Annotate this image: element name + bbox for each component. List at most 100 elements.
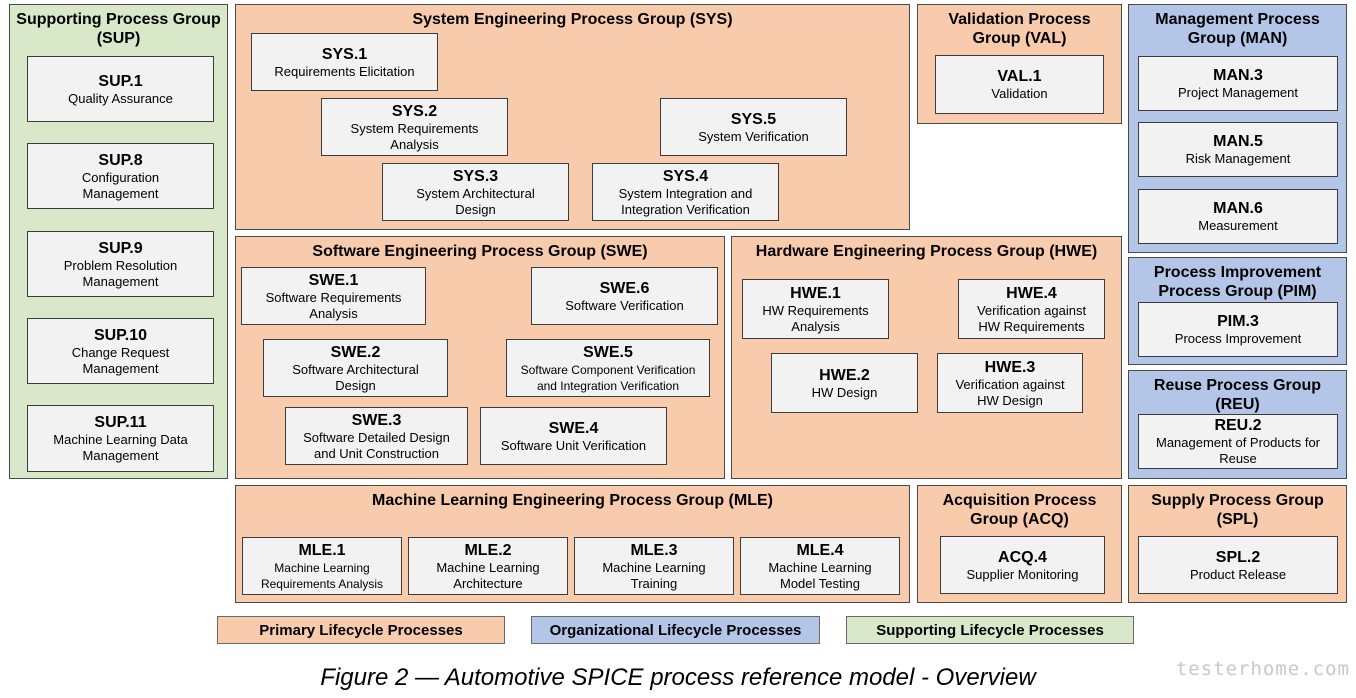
group-hwe-title: Hardware Engineering Process Group (HWE) [755, 243, 1098, 260]
process-name: Software Component Verification and Inte… [520, 362, 696, 393]
process-name: System Requirements Analysis [350, 120, 479, 152]
process-name: Verification against HW Design [955, 376, 1065, 408]
process-name: Machine Learning Architecture [436, 559, 540, 591]
process-name: Problem Resolution Management [63, 257, 178, 289]
process-acq4: ACQ.4 Supplier Monitoring [940, 536, 1105, 594]
process-id: SUP.1 [98, 72, 143, 90]
process-swe3: SWE.3 Software Detailed Design and Unit … [285, 407, 468, 465]
process-hwe4: HWE.4 Verification against HW Requiremen… [958, 279, 1105, 339]
process-name: Machine Learning Requirements Analysis [260, 560, 384, 591]
process-name: Requirements Elicitation [274, 63, 415, 79]
process-id: VAL.1 [997, 68, 1042, 85]
process-id: ACQ.4 [998, 548, 1047, 566]
process-man5: MAN.5 Risk Management [1138, 122, 1338, 177]
process-hwe2: HWE.2 HW Design [771, 353, 918, 413]
process-sys2: SYS.2 System Requirements Analysis [321, 98, 508, 156]
process-id: MLE.1 [298, 541, 346, 559]
process-name: Project Management [1178, 85, 1298, 100]
process-sup10: SUP.10 Change Request Management [27, 318, 214, 384]
process-name: System Architectural Design [416, 185, 535, 217]
legend-organizational: Organizational Lifecycle Processes [531, 616, 820, 644]
process-name: Machine Learning Data Management [53, 432, 188, 463]
process-sup9: SUP.9 Problem Resolution Management [27, 231, 214, 297]
process-id: SYS.5 [730, 110, 777, 128]
process-man6: MAN.6 Measurement [1138, 189, 1338, 244]
process-spl2: SPL.2 Product Release [1138, 536, 1338, 594]
legend-supporting: Supporting Lifecycle Processes [846, 616, 1134, 644]
process-name: HW Design [811, 384, 878, 400]
process-reu2: REU.2 Management of Products for Reuse [1138, 414, 1338, 469]
process-mle2: MLE.2 Machine Learning Architecture [408, 537, 568, 595]
group-mle-title: Machine Learning Engineering Process Gro… [372, 492, 773, 509]
process-name: Change Request Management [71, 344, 170, 376]
process-mle1: MLE.1 Machine Learning Requirements Anal… [242, 537, 402, 595]
process-name: Software Detailed Design and Unit Constr… [303, 429, 450, 461]
process-name: Machine Learning Training [602, 559, 706, 591]
process-name: Software Architectural Design [292, 361, 419, 393]
process-sup1: SUP.1 Quality Assurance [27, 56, 214, 122]
process-sys1: SYS.1 Requirements Elicitation [251, 33, 438, 91]
process-id: SPL.2 [1215, 548, 1261, 566]
group-swe-title: Software Engineering Process Group (SWE) [312, 243, 648, 260]
process-id: REU.2 [1214, 417, 1262, 434]
process-name: Risk Management [1185, 151, 1291, 166]
process-id: SYS.3 [452, 167, 499, 185]
process-id: HWE.3 [984, 358, 1036, 376]
group-man-title: Management Process Group (MAN) [1155, 11, 1320, 47]
group-sys-title: System Engineering Process Group (SYS) [412, 11, 733, 28]
group-sup-title: Supporting Process Group (SUP) [16, 11, 221, 47]
process-name: Machine Learning Model Testing [768, 559, 872, 591]
process-id: SUP.10 [93, 326, 148, 344]
process-id: MLE.3 [630, 541, 678, 559]
process-name: Measurement [1198, 218, 1278, 233]
process-id: SUP.9 [98, 239, 143, 257]
legend-primary: Primary Lifecycle Processes [217, 616, 505, 644]
process-id: MAN.5 [1213, 133, 1263, 150]
process-name: Software Verification [565, 297, 684, 313]
group-acq-title: Acquisition Process Group (ACQ) [942, 492, 1097, 528]
process-id: MLE.2 [464, 541, 512, 559]
process-name: Product Release [1189, 566, 1287, 582]
process-man3: MAN.3 Project Management [1138, 56, 1338, 111]
process-sys4: SYS.4 System Integration and Integration… [592, 163, 779, 221]
group-reu-title: Reuse Process Group (REU) [1153, 377, 1322, 413]
process-name: Quality Assurance [68, 90, 173, 106]
process-sys3: SYS.3 System Architectural Design [382, 163, 569, 221]
process-id: MAN.6 [1213, 200, 1263, 217]
process-name: Configuration Management [81, 169, 160, 201]
process-name: System Verification [698, 128, 809, 144]
process-hwe1: HWE.1 HW Requirements Analysis [742, 279, 889, 339]
process-name: Management of Products for Reuse [1155, 435, 1321, 466]
process-swe5: SWE.5 Software Component Verification an… [506, 339, 710, 397]
process-id: SUP.11 [94, 414, 147, 431]
process-swe4: SWE.4 Software Unit Verification [480, 407, 667, 465]
process-id: HWE.1 [790, 284, 841, 302]
process-id: SWE.3 [351, 411, 402, 429]
process-name: Validation [991, 86, 1048, 101]
process-name: Verification against HW Requirements [976, 302, 1087, 334]
process-id: HWE.4 [1006, 284, 1057, 302]
process-id: HWE.2 [819, 366, 870, 384]
process-name: Software Unit Verification [500, 437, 647, 453]
process-sup8: SUP.8 Configuration Management [27, 143, 214, 209]
process-id: SYS.2 [391, 102, 438, 120]
process-id: SWE.1 [308, 271, 359, 289]
group-val-title: Validation Process Group (VAL) [948, 11, 1091, 47]
process-id: SWE.6 [599, 279, 650, 297]
group-spl-title: Supply Process Group (SPL) [1151, 492, 1324, 528]
group-pim-title: Process Improvement Process Group (PIM) [1153, 264, 1322, 300]
process-hwe3: HWE.3 Verification against HW Design [937, 353, 1083, 413]
process-name: Supplier Monitoring [966, 566, 1079, 582]
process-id: SYS.4 [662, 167, 709, 185]
process-id: SWE.2 [330, 343, 381, 361]
process-id: MLE.4 [796, 541, 844, 559]
process-name: HW Requirements Analysis [762, 302, 869, 334]
process-name: System Integration and Integration Verif… [618, 185, 753, 217]
watermark: testerhome.com [1175, 658, 1350, 680]
process-pim3: PIM.3 Process Improvement [1138, 302, 1338, 357]
process-id: PIM.3 [1217, 313, 1259, 330]
process-id: SWE.4 [548, 419, 599, 437]
process-sys5: SYS.5 System Verification [660, 98, 847, 156]
process-id: SWE.5 [583, 343, 633, 361]
process-swe6: SWE.6 Software Verification [531, 267, 718, 325]
